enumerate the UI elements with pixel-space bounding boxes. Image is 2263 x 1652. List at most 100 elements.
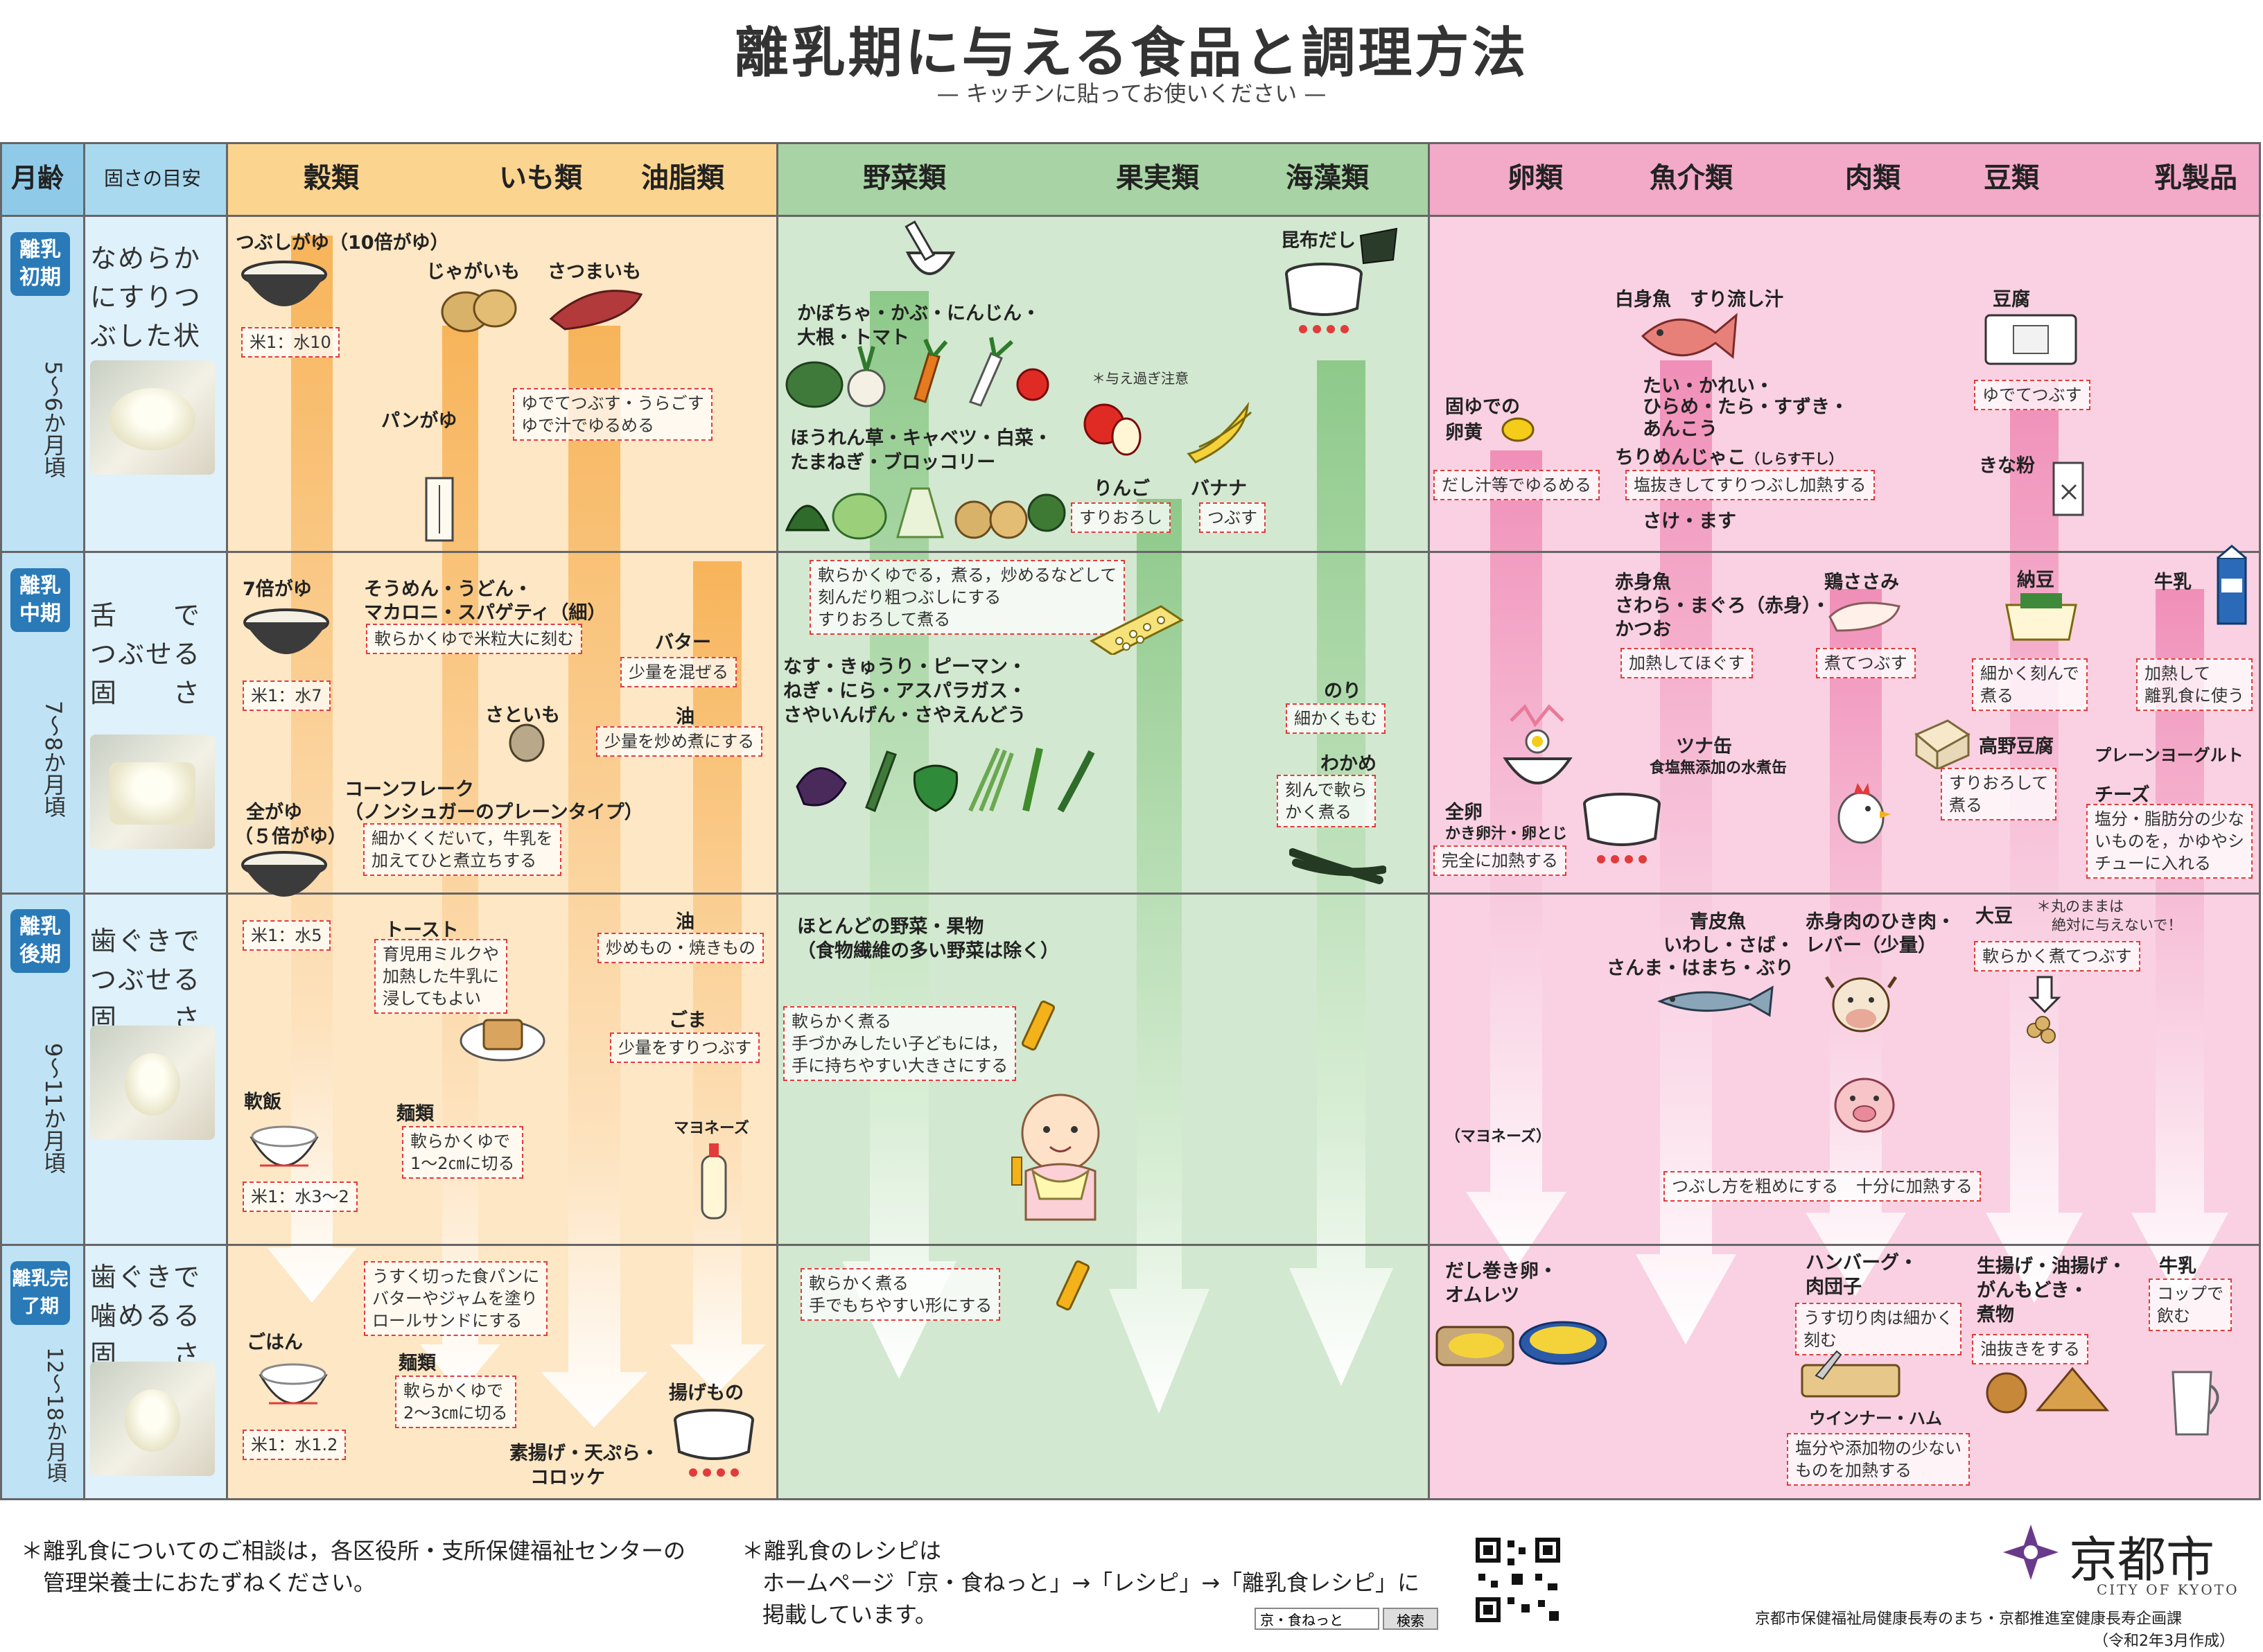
label-s2-veg-3: さやいんげん・さやえんどう xyxy=(783,705,1026,726)
page-subtitle: — キッチンに貼ってお使いください — xyxy=(936,80,1327,107)
qr-code-icon[interactable] xyxy=(1473,1535,1563,1625)
footer-date: （令和2年3月作成） xyxy=(2093,1633,2235,1650)
note-cheese-line2: いものを，かゆやシ xyxy=(2095,832,2244,851)
grid-top xyxy=(0,142,2261,144)
footer-consult-1: ＊離乳食についてのご相談は，各区役所・支所保健福祉センターの xyxy=(21,1538,686,1564)
note-cheese: 塩分・脂肪分の少な いものを，かゆやシ チューに入れる xyxy=(2086,804,2253,879)
label-milk: 牛乳 xyxy=(2154,572,2192,593)
search-input[interactable] xyxy=(1255,1608,1379,1630)
header-seafood: 魚介類 xyxy=(1650,162,1733,194)
label-rice: ごはん xyxy=(247,1332,303,1353)
toast-icon xyxy=(460,1019,545,1062)
note-men4-line1: 軟らかくゆで xyxy=(403,1381,503,1400)
stage-3-months: 9〜11か月頃 xyxy=(40,1043,67,1175)
footer-recipe-3: 掲載しています。 xyxy=(762,1601,937,1628)
label-pangayu: パンがゆ xyxy=(381,410,457,432)
label-s1-veg-1: かぼちゃ・かぶ・にんじん・ xyxy=(797,303,1040,324)
label-chirimen-sub: （しらす干し） xyxy=(1746,450,1843,467)
footer-consult-2: 管理栄養士におたずねください。 xyxy=(21,1570,376,1596)
carrot-stick-s4-icon xyxy=(1056,1260,1090,1311)
label-wholeegg: 全卵 xyxy=(1445,802,1483,823)
label-sausage: ウインナー・ハム xyxy=(1809,1409,1942,1428)
potato-icon xyxy=(441,289,517,333)
header-meat: 肉類 xyxy=(1845,162,1901,194)
note-cheese-line3: チューに入れる xyxy=(2095,854,2211,873)
note-nori: 細かくもむ xyxy=(1286,703,1386,734)
label-whitefish-list-2: ひらめ・たら・すずき・ xyxy=(1643,396,1849,418)
note-koya: すりおろして 煮る xyxy=(1941,768,2057,820)
label-hamburg-2: 肉団子 xyxy=(1806,1276,1862,1298)
label-men-4: 麺類 xyxy=(399,1353,436,1374)
header-vegetables: 野菜類 xyxy=(863,162,946,194)
note-rollsand-line3: ロールサンドにする xyxy=(372,1311,523,1330)
wakame-icon xyxy=(1289,848,1386,884)
label-cornflake-1: コーンフレーク xyxy=(344,779,474,800)
note-oil-3: 炒めもの・焼きもの xyxy=(597,933,764,963)
grid-v1 xyxy=(83,142,85,1500)
note-tofu: ゆでてつぶす xyxy=(1974,380,2090,410)
egg-crack-icon xyxy=(1503,703,1573,784)
label-hamburg-1: ハンバーグ・ xyxy=(1806,1252,1918,1274)
note-chirimen: 塩抜きしてすりつぶし加熱する xyxy=(1625,470,1875,500)
header-firmness: 固さの目安 xyxy=(104,167,202,190)
carrot-stick-icon xyxy=(1021,1000,1056,1051)
label-cheese: チーズ xyxy=(2095,784,2150,806)
note-hamburg: うす切り肉は細かく 刻む xyxy=(1795,1303,1961,1355)
note-apple: すりおろし xyxy=(1071,502,1171,533)
label-s2-veg-2: ねぎ・にら・アスパラガス・ xyxy=(783,680,1026,702)
label-s3-veg-1: ほとんどの野菜・果物 xyxy=(797,916,984,938)
note-soy-warning-1: ＊丸のままは xyxy=(2036,898,2124,915)
note-wakame-line2: かく煮る xyxy=(1285,802,1352,822)
label-whitefish-list-1: たい・かれい・ xyxy=(1643,376,1774,397)
tofu-pack-icon xyxy=(1984,314,2077,365)
note-sausage-line1: 塩分や添加物の少ない xyxy=(1795,1439,1961,1458)
note-veg-s4-line1: 軟らかく煮る xyxy=(809,1274,909,1293)
chicken-fillet-icon xyxy=(1828,601,1901,632)
note-fruit-warning: ＊与え過ぎ注意 xyxy=(1092,370,1189,387)
sweetpotato-icon xyxy=(549,290,643,331)
note-hamburg-line2: 刻む xyxy=(1803,1330,1837,1350)
note-veg-s3: 軟らかく煮る 手づかみしたい子どもには， 手に持ちやすい大きさにする xyxy=(783,1006,1017,1081)
vegetables-row2-icon xyxy=(796,747,1095,813)
note-ratio-10: 米1：水10 xyxy=(241,327,340,358)
label-redfish-1: 赤身魚 xyxy=(1615,572,1671,593)
label-men-3: 麺類 xyxy=(396,1103,434,1125)
rice-bowl-3-icon xyxy=(250,1125,319,1167)
stage-2-badge: 離乳中期 xyxy=(10,568,70,632)
note-milk-line2: 離乳食に使う xyxy=(2144,686,2244,705)
note-noodles: 軟らかくゆで米粒大に刻む xyxy=(366,624,582,654)
label-yolk-1: 固ゆでの xyxy=(1445,396,1520,418)
note-wakame: 刻んで軟ら かく煮る xyxy=(1277,775,1376,827)
stage-1-firmness: なめらかにすりつぶした状 態 xyxy=(90,243,255,390)
label-butter: バター xyxy=(655,632,711,653)
label-toast: トースト xyxy=(385,920,459,941)
pig-icon xyxy=(1834,1078,1895,1133)
label-zengayu-2: （５倍がゆ） xyxy=(234,826,347,847)
kinako-bag-icon xyxy=(2052,462,2084,516)
grid-header-bottom xyxy=(0,215,2261,217)
porridge-bowl-icon xyxy=(241,261,327,306)
note-veg-s4-line2: 手でもちやすい形にする xyxy=(809,1296,993,1315)
note-cheese-line1: 塩分・脂肪分の少な xyxy=(2095,809,2244,829)
label-soy: 大豆 xyxy=(1975,906,2013,927)
label-bluefish-1: 青皮魚 xyxy=(1690,911,1746,933)
vegetables-row1-icon xyxy=(785,337,1049,408)
stage-4-photo xyxy=(90,1362,215,1476)
note-soy: 軟らかく煮てつぶす xyxy=(1974,941,2140,972)
porridge-bowl-7-icon xyxy=(243,608,329,654)
label-s1-veg-3: ほうれん草・キャベツ・白菜・ xyxy=(790,428,1052,449)
soybean-icon xyxy=(2027,976,2061,1044)
header-beans: 豆類 xyxy=(1984,162,2039,194)
stage-2-photo xyxy=(90,735,215,849)
koya-tofu-icon xyxy=(1914,719,1971,769)
note-protein-s3-line2: 十分に加熱する xyxy=(1855,1177,1973,1196)
label-natto: 納豆 xyxy=(2017,570,2054,591)
label-noodles-2: マカロニ・スパゲティ（細） xyxy=(364,602,606,624)
note-ratio-5: 米1：水5 xyxy=(243,920,331,951)
fried-tofu-icon xyxy=(1986,1367,2110,1414)
search-button[interactable]: 検索 xyxy=(1383,1608,1438,1630)
note-protein-s3-line1: つぶし方を粗めにする xyxy=(1672,1177,1839,1196)
note-natto-line1: 細かく刻んで xyxy=(1980,664,2079,683)
note-cornflake-line1: 細かくくだいて，牛乳を xyxy=(372,829,553,848)
grid-row2-bottom xyxy=(0,893,2261,895)
